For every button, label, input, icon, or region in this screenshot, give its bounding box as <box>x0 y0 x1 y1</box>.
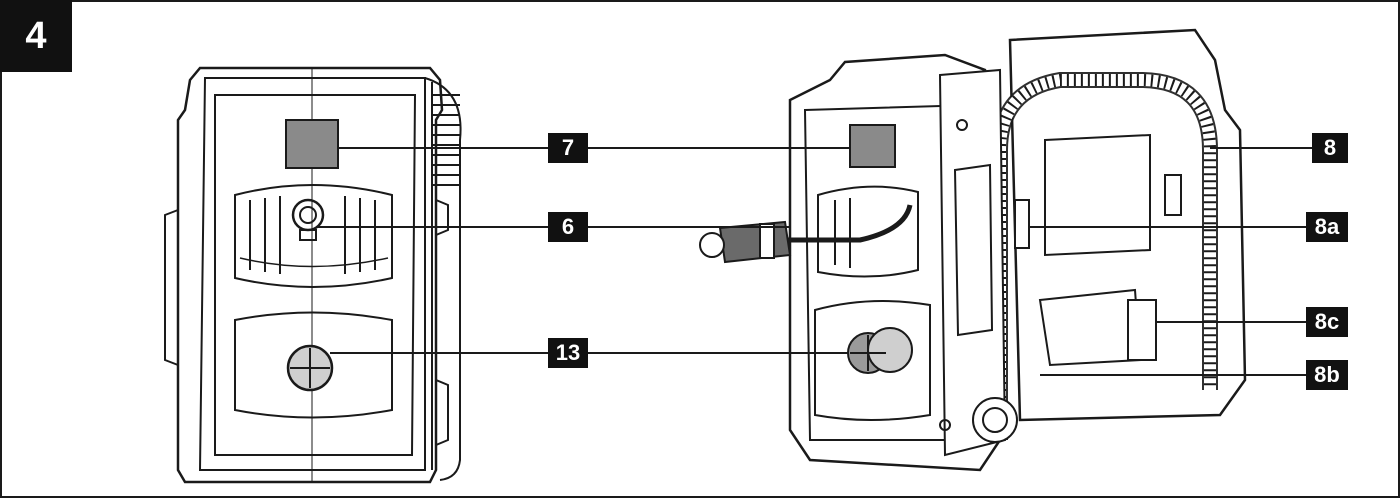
device-front-view <box>164 66 462 484</box>
callout-6: 6 <box>548 212 588 242</box>
callout-8a: 8a <box>1306 212 1348 242</box>
cable-angled <box>785 204 913 243</box>
callout-8b: 8b <box>1306 360 1348 390</box>
device-angled-view <box>699 28 1247 472</box>
socket-angled <box>972 397 1018 443</box>
connector-plug-front <box>291 198 325 232</box>
callout-13: 13 <box>548 338 588 368</box>
callout-8c: 8c <box>1306 307 1348 337</box>
display-window-angled <box>849 124 896 168</box>
vent-slots-front <box>249 196 376 274</box>
callout-7: 7 <box>548 133 588 163</box>
hose-side <box>424 77 462 481</box>
display-window-front <box>285 119 339 169</box>
hose-clip-left <box>1014 199 1030 249</box>
callout-8: 8 <box>1312 133 1348 163</box>
hose-clip-right <box>1164 174 1182 216</box>
hose-handle <box>992 72 1218 440</box>
figure-number: 4 <box>0 0 72 72</box>
leader-lines <box>316 147 1312 376</box>
nozzle-holder <box>1127 299 1157 361</box>
